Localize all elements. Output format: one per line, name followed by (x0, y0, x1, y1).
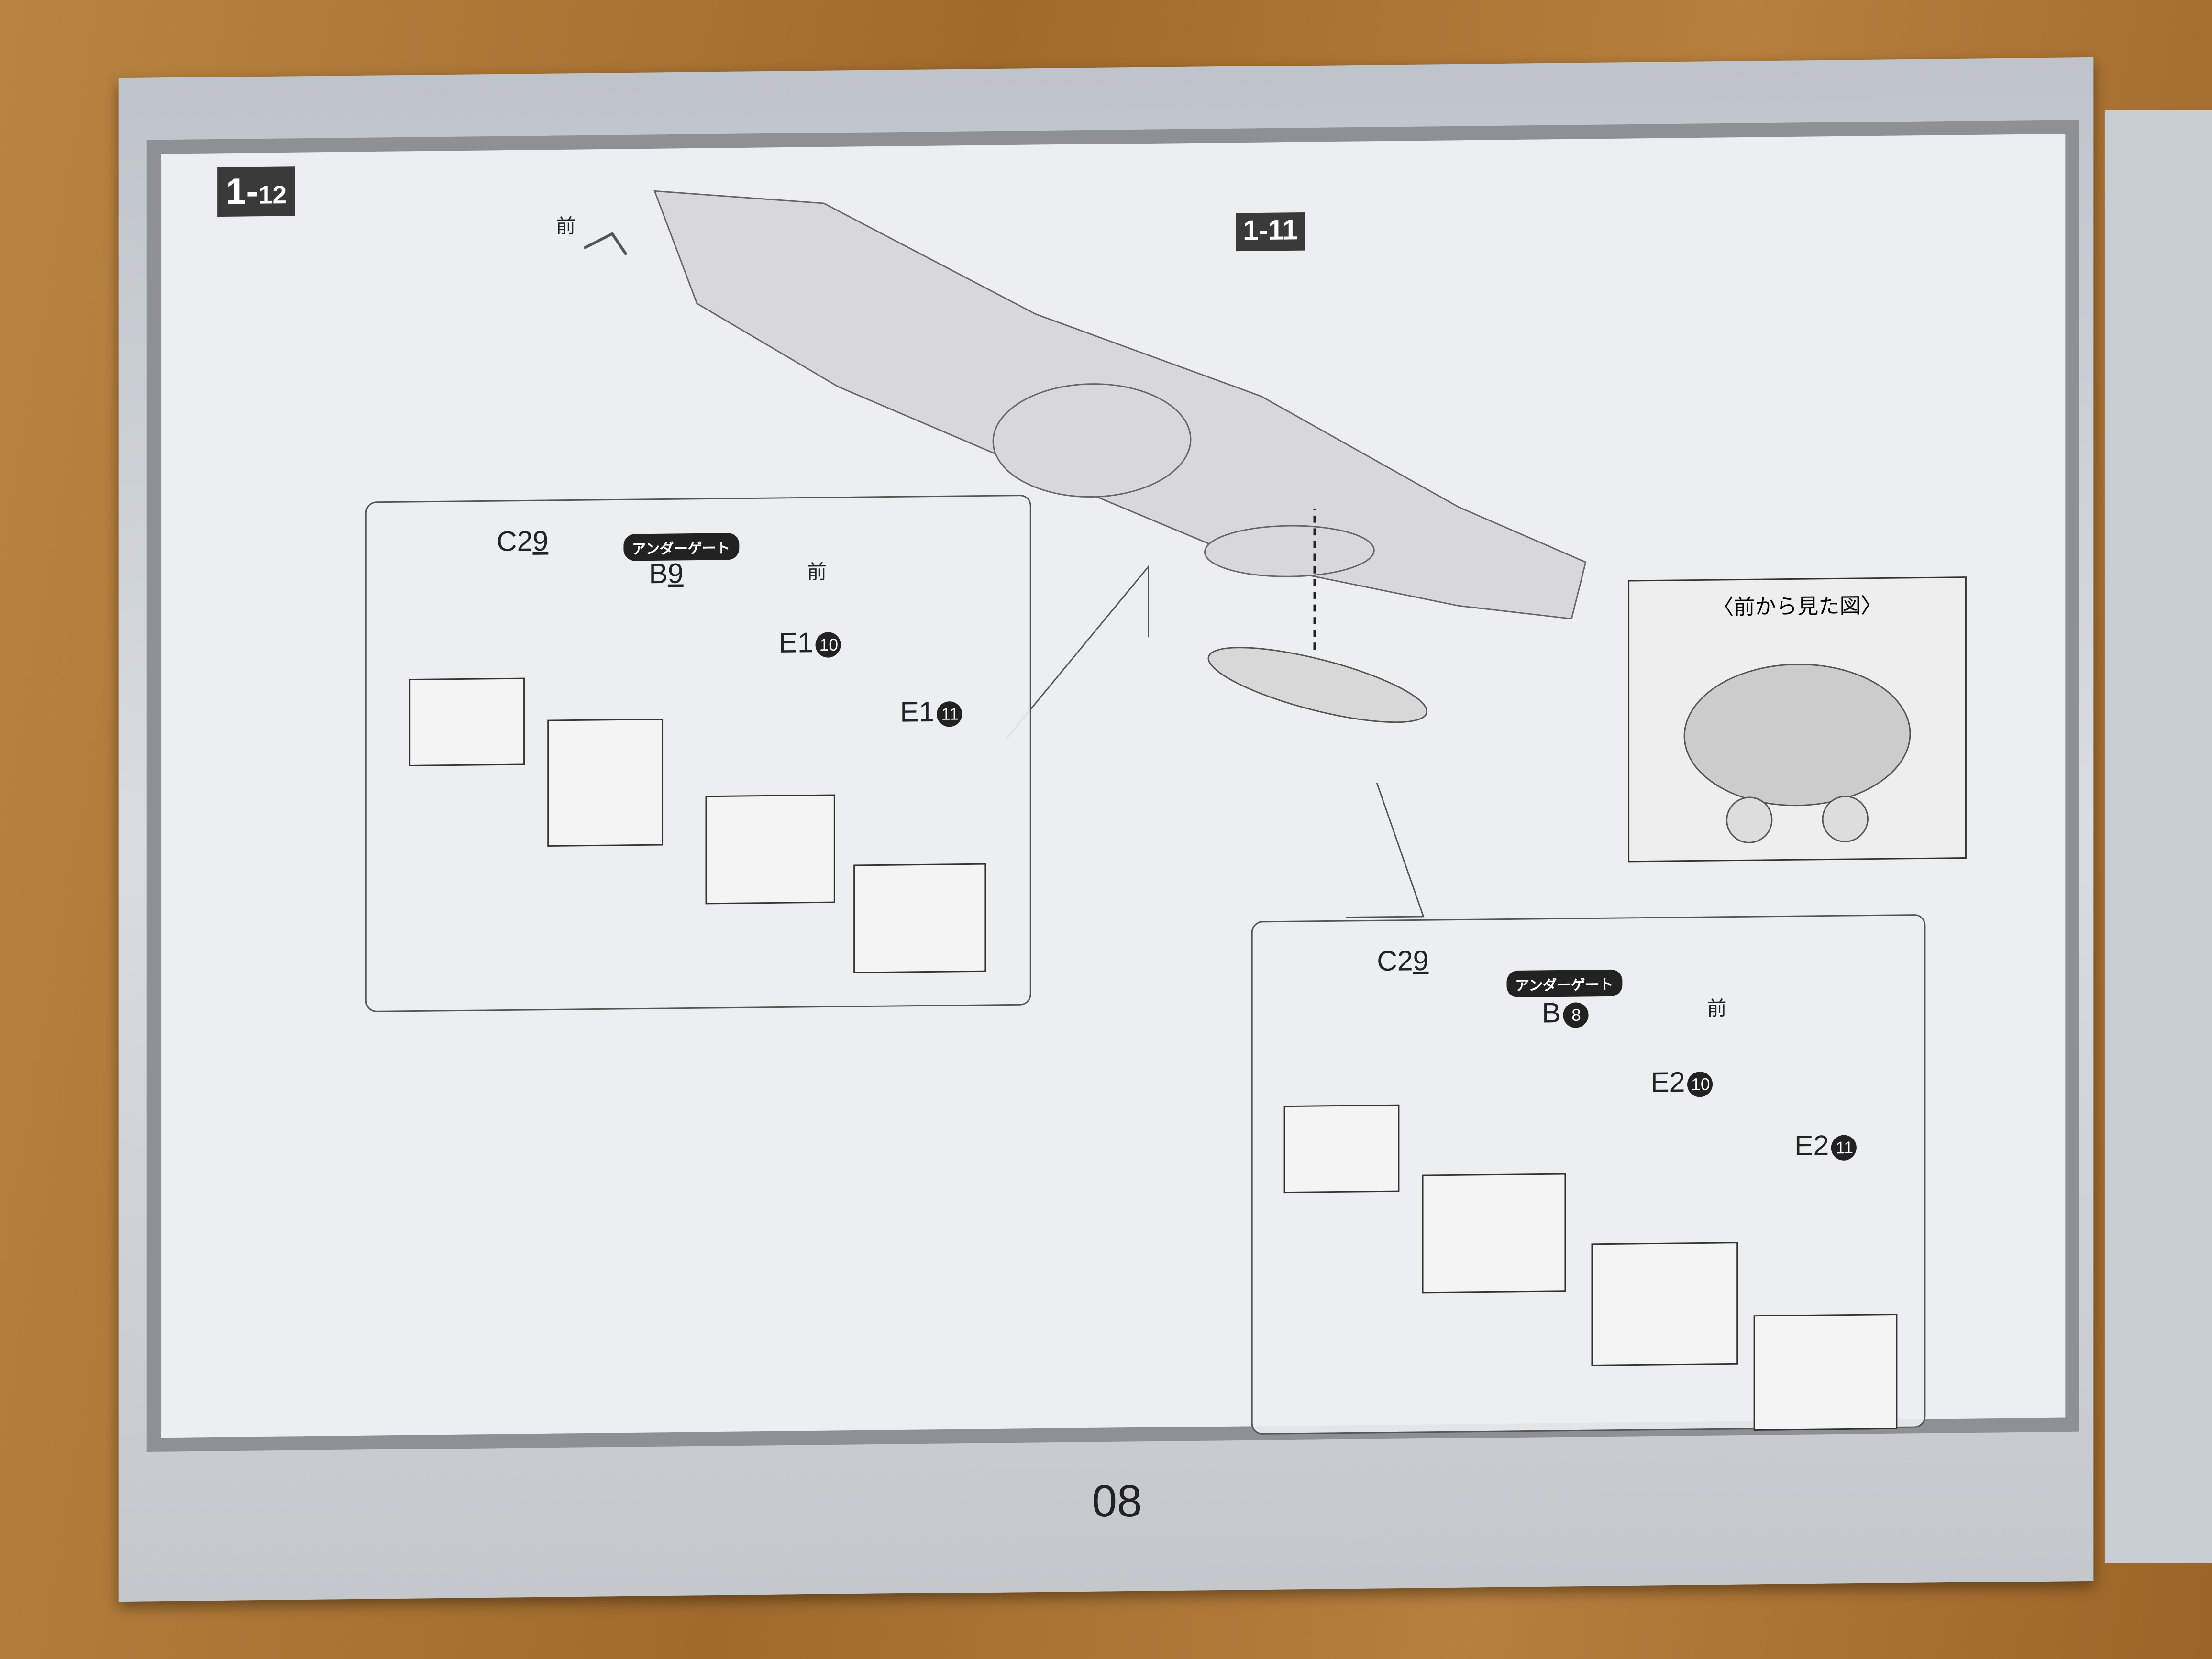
front-label: 前 (807, 560, 827, 583)
next-page-edge (2104, 110, 2212, 1563)
front-arrow-icon (583, 232, 628, 256)
under-gate-badge: アンダーゲート (623, 533, 739, 561)
illustrations (583, 190, 1587, 918)
detail-box (705, 794, 835, 905)
ship-illustration (653, 190, 1587, 620)
detail-box (853, 863, 986, 973)
detail-box (1422, 1173, 1566, 1294)
detail-box (547, 719, 664, 847)
front-view-box: 〈前から見た図〉 (1628, 576, 1967, 863)
front-view-illustration (1683, 664, 1911, 843)
page-number: 08 (1092, 1475, 1142, 1526)
part-c2-label: C29 (497, 526, 549, 558)
front-label: 前 (1707, 996, 1727, 1019)
tank-part (1207, 647, 1428, 723)
part-b-label: B9 (649, 559, 684, 590)
detail-box (409, 677, 525, 766)
detail-box (1753, 1314, 1898, 1431)
under-gate-badge: アンダーゲート (1506, 969, 1622, 998)
detail-box (1591, 1242, 1738, 1366)
part-c2-label: C29 (1377, 946, 1429, 978)
front-view-title: 〈前から見た図〉 (1713, 594, 1882, 620)
detail-box (1283, 1104, 1400, 1194)
